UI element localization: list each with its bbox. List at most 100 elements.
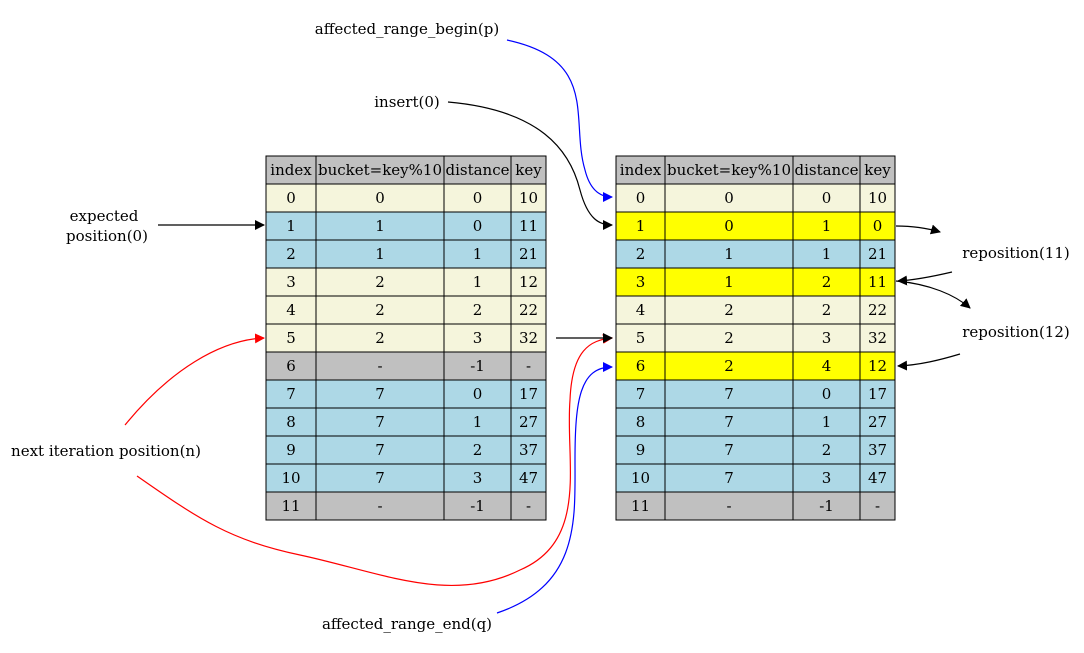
cell-value-key: 12 — [519, 273, 538, 291]
cell-value-index: 3 — [286, 273, 296, 291]
edge-row3-to-reposition12 — [895, 280, 971, 309]
cell-value-distance: 2 — [822, 441, 832, 459]
cell-key — [859, 351, 896, 381]
cell-value-distance: 3 — [473, 329, 483, 347]
cell-value-index: 9 — [286, 441, 296, 459]
cell-key — [859, 323, 896, 353]
cell-bucket — [664, 491, 794, 521]
cell-key — [859, 491, 896, 521]
cell-value-key: 11 — [519, 217, 538, 235]
cell-value-distance: 2 — [473, 301, 483, 319]
header-label-index: index — [620, 161, 662, 179]
cell-distance — [792, 463, 861, 493]
label-expected-line1: expected — [70, 207, 139, 225]
edge-row1-to-reposition11 — [895, 224, 941, 235]
cell-value-key: 17 — [519, 385, 538, 403]
cell-index — [265, 407, 317, 437]
cell-value-distance: 3 — [822, 329, 832, 347]
header-label-bucket: bucket=key%10 — [318, 161, 442, 179]
cell-value-bucket: 7 — [375, 413, 385, 431]
cell-value-key: 12 — [868, 357, 887, 375]
cell-index — [615, 351, 666, 381]
label-reposition-11: reposition(11) — [962, 244, 1069, 262]
cell-value-distance: 0 — [473, 189, 483, 207]
cell-distance — [792, 491, 861, 521]
cell-value-index: 10 — [281, 469, 300, 487]
cell-value-key: 0 — [873, 217, 883, 235]
cell-index — [615, 295, 666, 325]
cell-value-distance: 2 — [822, 273, 832, 291]
cell-value-bucket: 7 — [375, 441, 385, 459]
header-cell-key — [510, 155, 547, 185]
cell-value-bucket: 0 — [724, 217, 734, 235]
cell-value-bucket: 2 — [375, 301, 385, 319]
edge-affected-begin — [506, 39, 613, 202]
cell-bucket — [315, 211, 445, 241]
edge-insert — [447, 101, 613, 230]
cell-bucket — [315, 295, 445, 325]
cell-value-bucket: 0 — [724, 189, 734, 207]
cell-value-bucket: 2 — [724, 329, 734, 347]
cell-bucket — [664, 295, 794, 325]
cell-bucket — [315, 463, 445, 493]
cell-distance — [792, 351, 861, 381]
cell-value-index: 8 — [636, 413, 646, 431]
cell-index — [265, 351, 317, 381]
cell-value-index: 9 — [636, 441, 646, 459]
cell-key — [510, 463, 547, 493]
cell-value-bucket: 2 — [375, 273, 385, 291]
cell-value-bucket: 7 — [375, 385, 385, 403]
cell-value-index: 5 — [286, 329, 296, 347]
cell-value-index: 0 — [636, 189, 646, 207]
cell-bucket — [664, 267, 794, 297]
cell-value-bucket: - — [377, 357, 382, 375]
cell-value-distance: -1 — [470, 497, 485, 515]
cell-value-distance: 3 — [473, 469, 483, 487]
cell-key — [510, 491, 547, 521]
cell-key — [510, 267, 547, 297]
edge-next-iteration-to-before — [124, 333, 265, 426]
cell-key — [859, 267, 896, 297]
cell-value-distance: 1 — [473, 245, 483, 263]
cell-index — [265, 491, 317, 521]
cell-value-distance: 3 — [822, 469, 832, 487]
edge-next-iteration-to-after — [136, 333, 613, 587]
cell-value-distance: 1 — [822, 245, 832, 263]
cell-value-bucket: 7 — [375, 469, 385, 487]
cell-bucket — [315, 183, 445, 213]
cell-value-bucket: 7 — [724, 413, 734, 431]
cell-value-index: 11 — [631, 497, 650, 515]
cell-bucket — [664, 351, 794, 381]
cell-value-index: 0 — [286, 189, 296, 207]
cell-value-index: 5 — [636, 329, 646, 347]
cell-value-key: 21 — [868, 245, 887, 263]
cell-distance — [792, 183, 861, 213]
cell-key — [859, 211, 896, 241]
cell-value-bucket: 1 — [375, 217, 385, 235]
header-label-distance: distance — [445, 161, 509, 179]
header-cell-bucket — [664, 155, 794, 185]
cell-index — [615, 267, 666, 297]
header-label-key: key — [515, 161, 542, 179]
cell-index — [265, 267, 317, 297]
cell-value-distance: 1 — [822, 413, 832, 431]
cell-bucket — [664, 463, 794, 493]
cell-bucket — [664, 239, 794, 269]
cell-value-index: 1 — [286, 217, 296, 235]
cell-key — [859, 379, 896, 409]
cell-key — [859, 435, 896, 465]
cell-distance — [443, 463, 512, 493]
label-expected-line2: position(0) — [66, 227, 148, 245]
cell-value-distance: 1 — [473, 413, 483, 431]
cell-value-index: 1 — [636, 217, 646, 235]
label-next-iteration: next iteration position(n) — [11, 442, 201, 460]
cell-index — [265, 463, 317, 493]
cell-bucket — [664, 323, 794, 353]
cell-value-key: 47 — [868, 469, 887, 487]
cell-distance — [792, 295, 861, 325]
cell-value-bucket: 1 — [724, 273, 734, 291]
cell-distance — [792, 379, 861, 409]
cell-bucket — [315, 491, 445, 521]
